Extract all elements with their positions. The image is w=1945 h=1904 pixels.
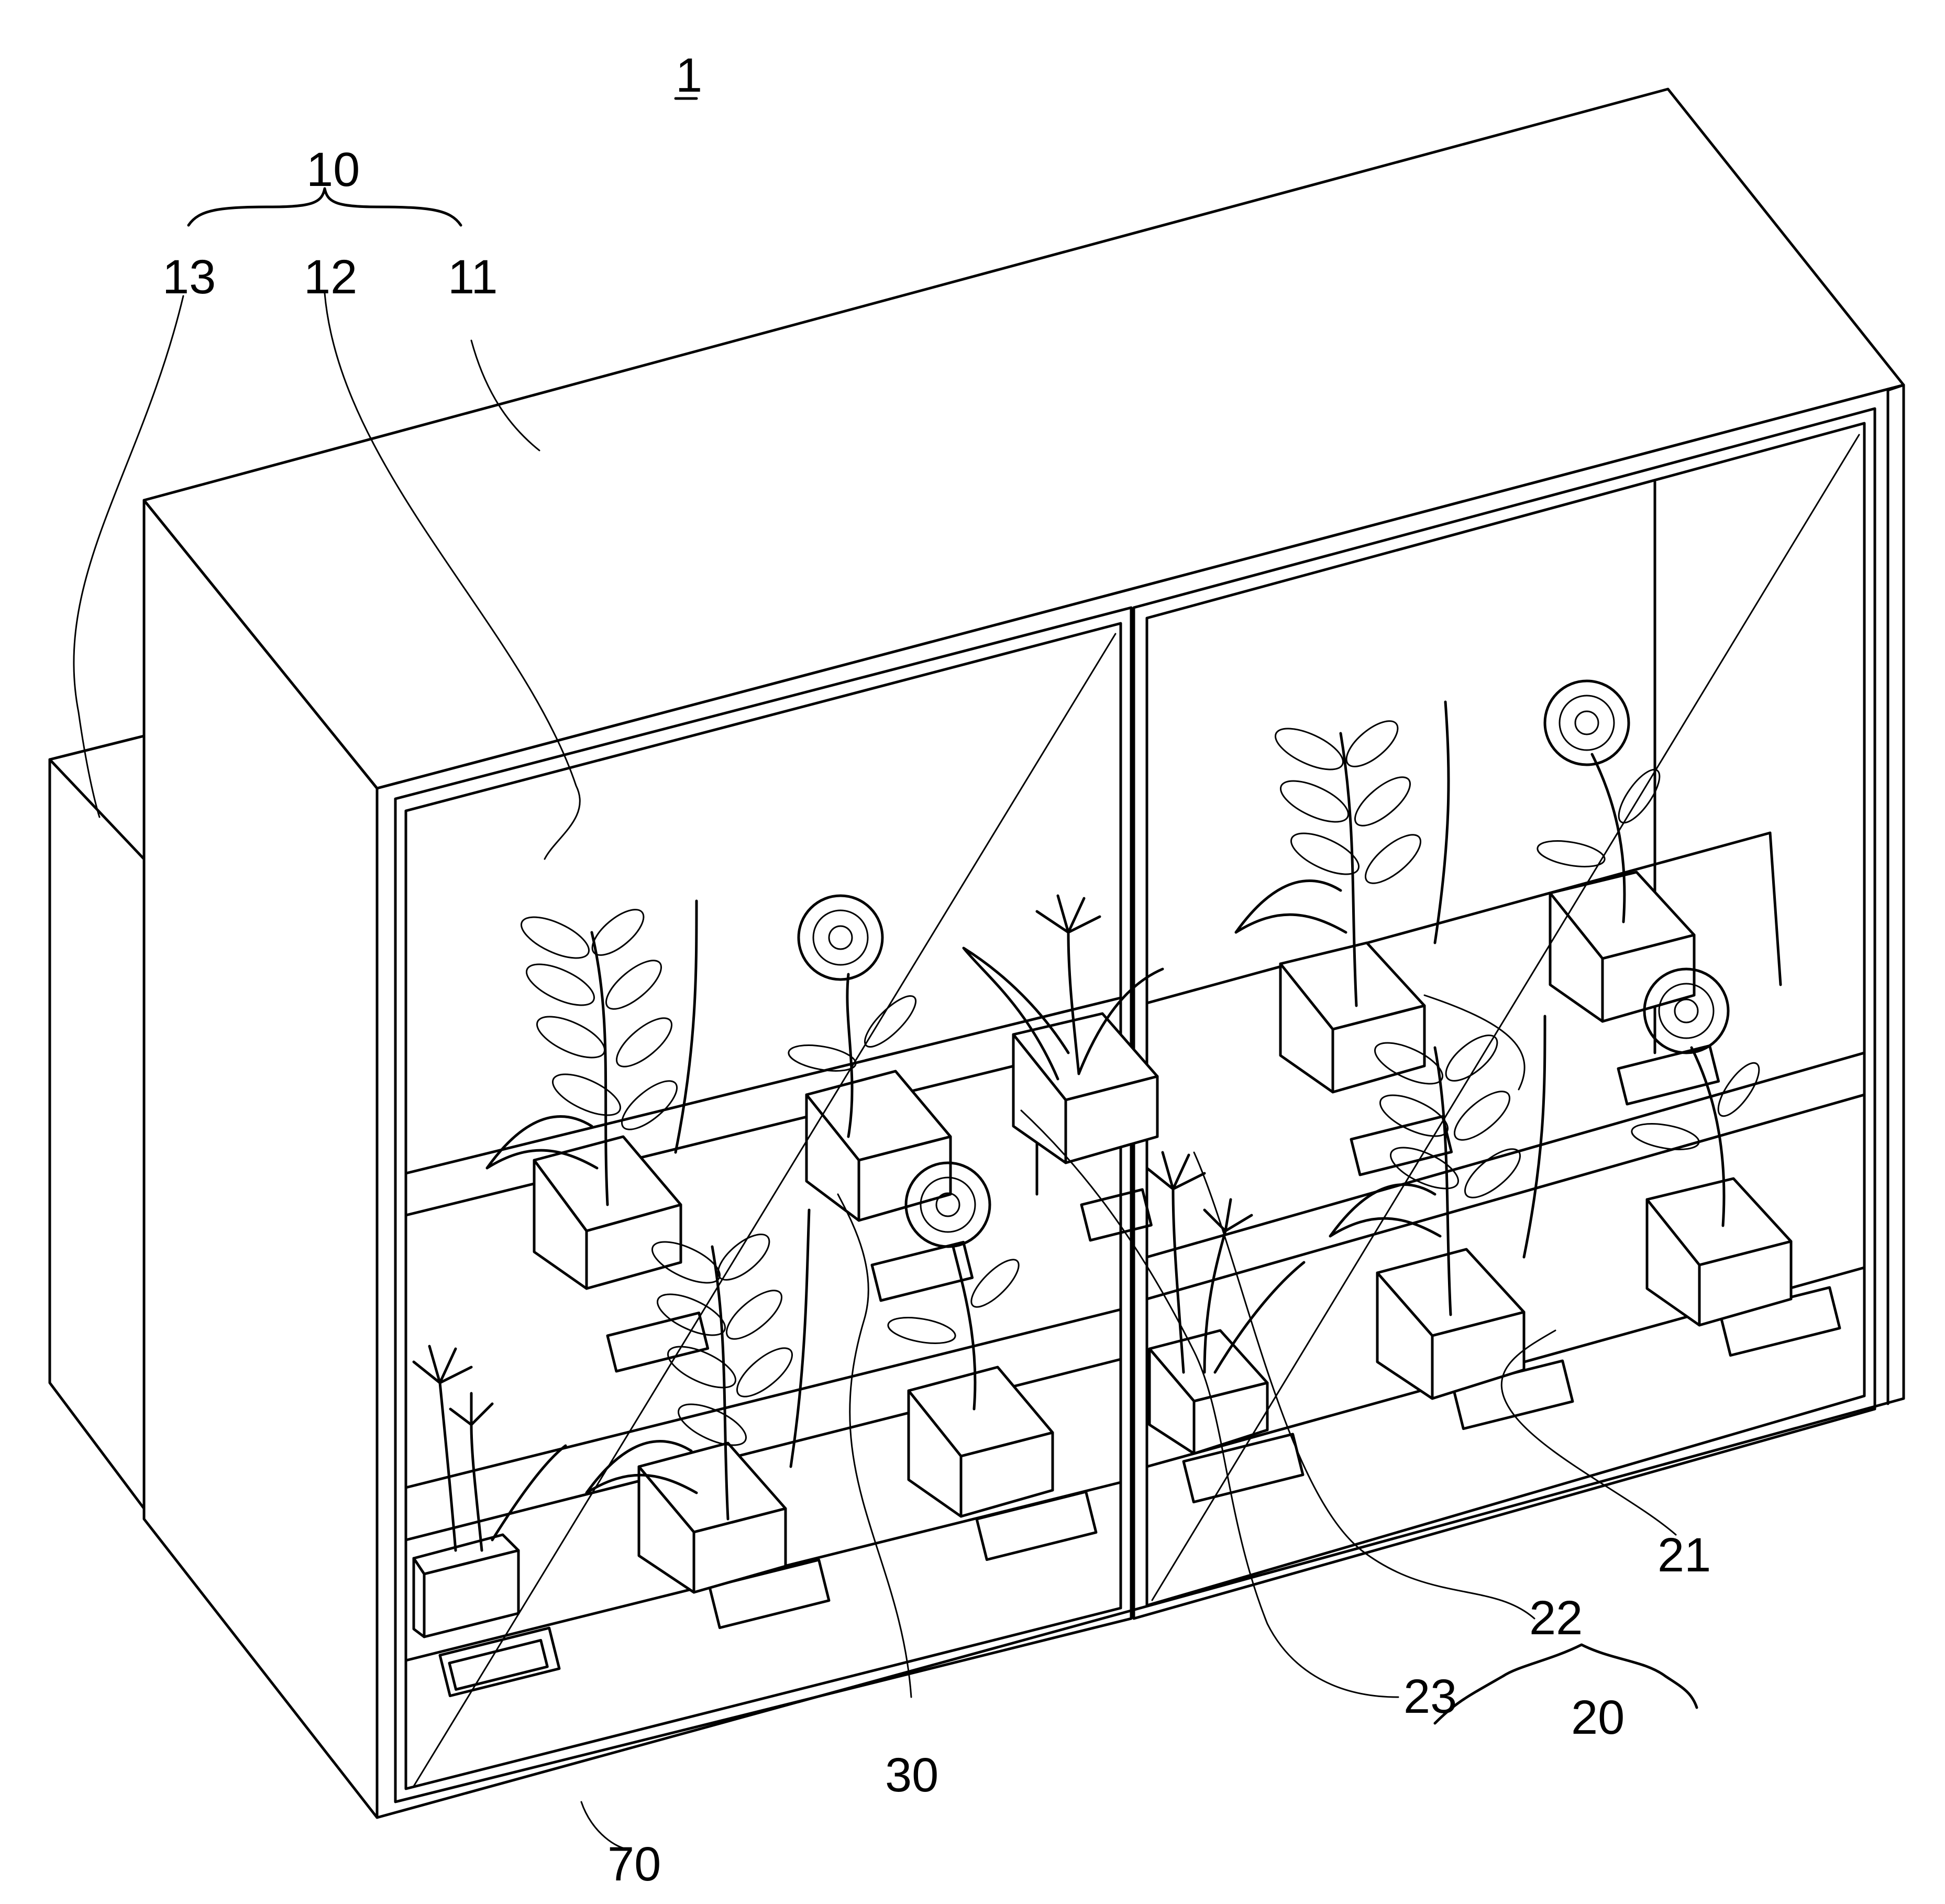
leader-lines — [73, 187, 1698, 1850]
ref-main-label: 1 — [676, 49, 702, 102]
rose-flower — [887, 1161, 1020, 1411]
label-12: 12 — [304, 250, 357, 304]
label-30: 30 — [885, 1748, 938, 1802]
label-22: 22 — [1529, 1591, 1583, 1645]
rose-flower — [1537, 679, 1661, 923]
label-21: 21 — [1657, 1528, 1711, 1582]
lily-flower — [962, 894, 1164, 1081]
plants — [412, 679, 1760, 1552]
door-frame-left — [394, 606, 1133, 1803]
glass-reflections — [413, 434, 1860, 1787]
label-70: 70 — [607, 1837, 661, 1891]
plant-pots — [412, 871, 1793, 1638]
rose-flower — [1631, 967, 1760, 1227]
lily-flower — [1145, 1151, 1306, 1374]
label-13: 13 — [162, 250, 216, 304]
reference-labels: 1 10 13 12 11 21 22 23 20 30 70 — [162, 49, 1711, 1891]
label-10: 10 — [306, 143, 360, 196]
rose-flower — [788, 894, 917, 1138]
door-frame-right — [1132, 407, 1876, 1620]
lily-flower — [412, 1345, 567, 1552]
label-11: 11 — [448, 250, 498, 304]
label-23: 23 — [1404, 1670, 1457, 1723]
label-20: 20 — [1571, 1691, 1624, 1744]
side-unit — [48, 734, 146, 1510]
